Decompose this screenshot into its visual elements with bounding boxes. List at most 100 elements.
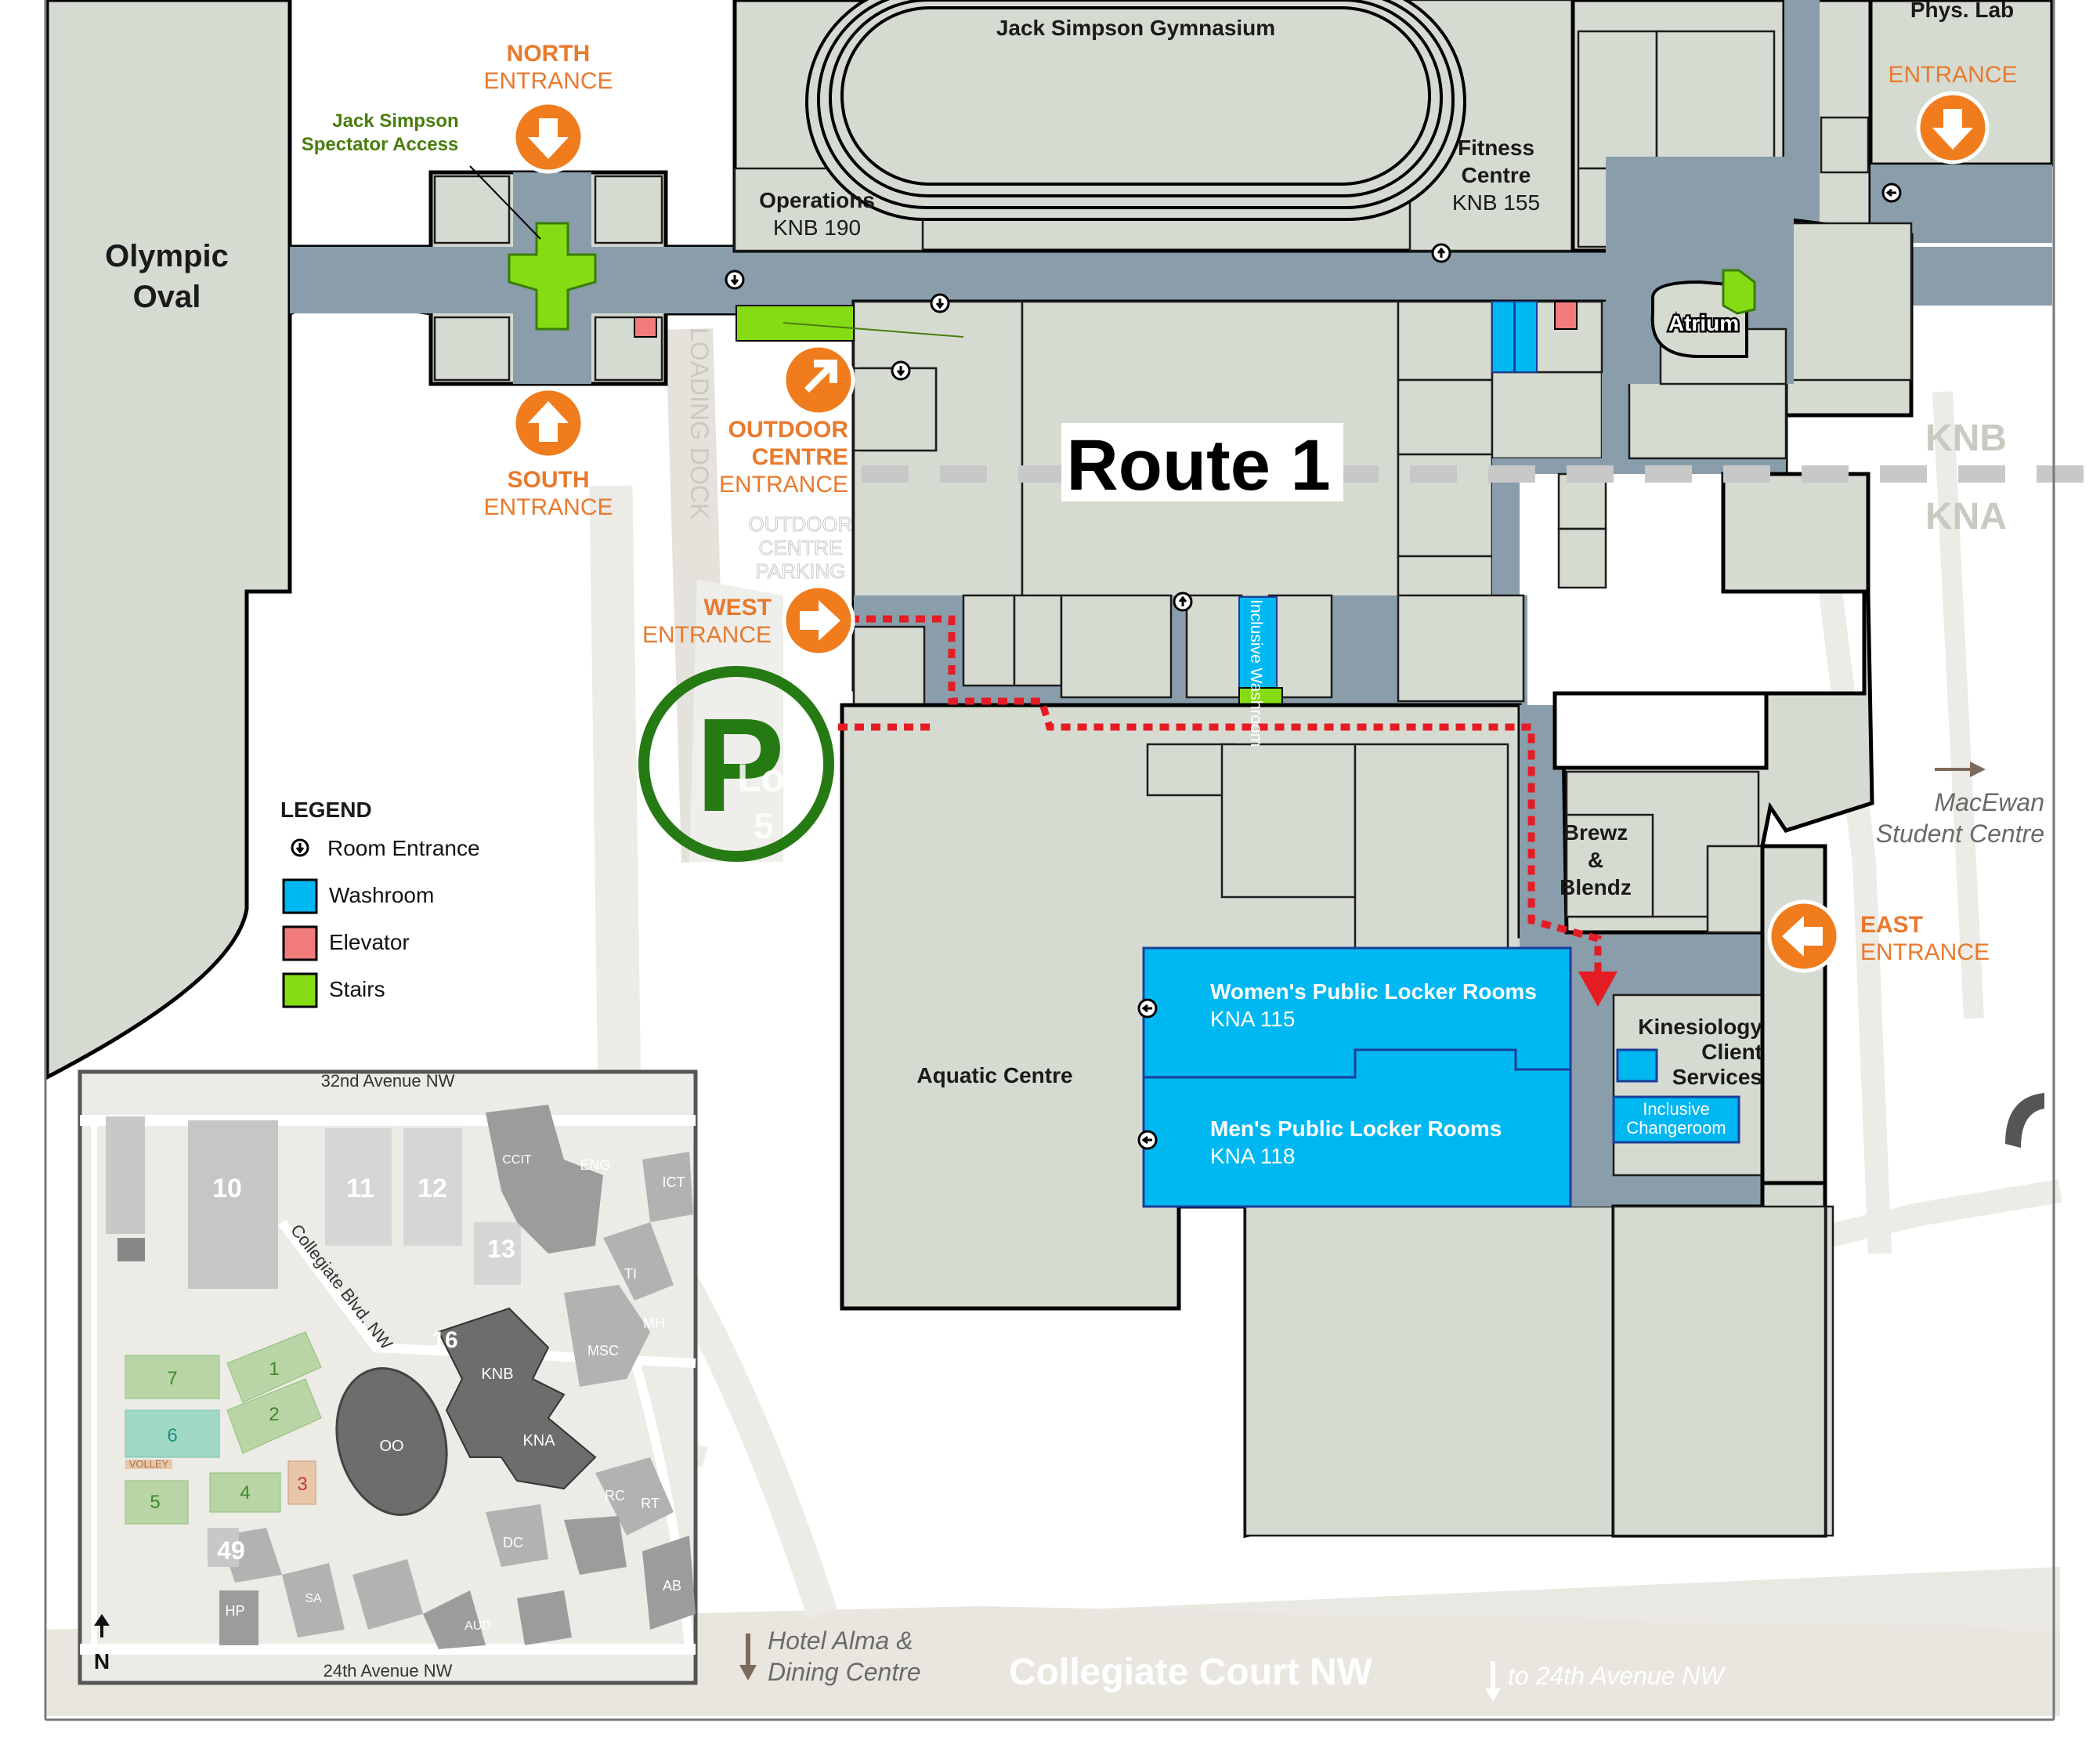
outdoor-centre-strip	[852, 367, 1527, 709]
inset-hp-label: HP	[225, 1603, 244, 1619]
inset-msc-label: MSC	[587, 1343, 619, 1359]
legend-stairs: Stairs	[329, 977, 385, 1001]
east-entrance-arrow-icon	[1767, 899, 1841, 973]
hotel-arrow-icon	[739, 1634, 757, 1681]
atrium-stairs	[1722, 269, 1756, 315]
east-label-1: EAST	[1860, 912, 1923, 938]
route-title-bg	[1061, 423, 1343, 501]
inset-field-3-label: 3	[297, 1474, 307, 1495]
inset-oval	[335, 1367, 448, 1516]
inset-lot-12-label: 12	[417, 1174, 447, 1203]
inset-rc-label: RC	[605, 1488, 625, 1503]
mens-locker-room	[1142, 1048, 1572, 1208]
legend-elevator: Elevator	[329, 930, 410, 954]
washroom-women-upper	[1491, 301, 1515, 373]
washroom-kinesiology	[1616, 1048, 1658, 1083]
inset-field-7	[125, 1355, 220, 1399]
inclusive-changeroom	[1612, 1095, 1740, 1144]
outdoor-parking-label-3: PARKING	[755, 559, 845, 583]
inset-sa-label: SA	[305, 1592, 322, 1605]
east-label-2: ENTRANCE	[1860, 939, 1990, 965]
legend-elevator-swatch	[282, 925, 318, 961]
inset-north-label: N	[94, 1649, 110, 1673]
inset-field-7-label: 7	[167, 1368, 177, 1389]
inset-field-1	[226, 1331, 322, 1403]
knb-label: KNB	[1925, 418, 2007, 459]
hotel-label-1: Hotel Alma &	[768, 1626, 913, 1655]
inset-lot-13	[474, 1222, 521, 1285]
olympic-oval-label-2: Oval	[133, 280, 201, 314]
inset-aud-label: AUD	[464, 1619, 491, 1633]
west-entrance-arrow-icon	[782, 584, 855, 657]
room-entrance-icon	[1137, 998, 1158, 1019]
inset-north-arrow-icon	[94, 1614, 110, 1637]
room-entrance-icon	[725, 270, 745, 290]
inset-field-1-label: 1	[269, 1359, 279, 1380]
inset-dc-label: DC	[503, 1535, 523, 1550]
room-entrance-icon	[930, 293, 950, 313]
kinesiology-label-1: Kinesiology	[1638, 1015, 1762, 1039]
inset-map: 32nd Avenue NW 24th Avenue NW Collegiate…	[78, 1069, 698, 1685]
misc-labels: LOADING DOCK OUTDOOR CENTRE PARKING MacE…	[685, 327, 2044, 1702]
inset-field-5	[125, 1480, 189, 1525]
macewan-label-2: Student Centre	[1876, 820, 2044, 848]
brewz-label-1: Brewz	[1563, 820, 1628, 845]
inset-field-6	[125, 1409, 220, 1458]
inset-lot-11-label: 11	[346, 1174, 374, 1203]
inset-field-4	[209, 1472, 281, 1513]
inset-lot-49-label: 49	[217, 1536, 245, 1565]
inset-lot-11	[325, 1128, 392, 1246]
inset-mh-label: MH	[643, 1315, 665, 1331]
inset-ti-label: TI	[624, 1266, 637, 1282]
south-label-1: SOUTH	[508, 467, 590, 493]
olympic-oval-building	[45, 0, 292, 1081]
inset-kna-label: KNA	[522, 1432, 555, 1449]
womens-locker-room: KNA 115	[1210, 1007, 1295, 1031]
inset-rt-label: RT	[641, 1496, 660, 1511]
legend-stairs-swatch	[282, 972, 318, 1008]
entrance-markers	[511, 91, 1990, 973]
inset-ab-label: AB	[663, 1578, 681, 1594]
parking-symbol: P	[696, 691, 784, 840]
inset-field-2-label: 2	[269, 1404, 279, 1425]
inset-field-3	[287, 1460, 316, 1505]
entrance-labels: NORTH ENTRANCE SOUTH ENTRANCE OUTDOOR CE…	[483, 41, 2017, 965]
inset-knb-label: KNB	[481, 1366, 513, 1383]
inset-oo-label: OO	[379, 1438, 403, 1455]
building-labels: Jack Simpson Gymnasium Phys. Lab Fitness…	[105, 0, 2014, 1168]
room-entrance-icon	[1173, 592, 1193, 612]
outdoor-label-3: ENTRANCE	[719, 472, 848, 498]
west-label-1: WEST	[703, 595, 772, 621]
legend-room-entrance: Room Entrance	[327, 836, 480, 860]
spectator-access-label-1: Jack Simpson	[332, 110, 458, 132]
running-track	[805, 0, 1466, 221]
hotel-label-2: Dining Centre	[768, 1658, 921, 1686]
inset-field-5-label: 5	[150, 1492, 160, 1513]
spectator-stairs	[508, 222, 597, 331]
west-label-2: ENTRANCE	[642, 622, 772, 648]
inset-field-2	[226, 1378, 322, 1454]
inclusive-changeroom-label-2: Changeroom	[1626, 1118, 1726, 1138]
route-1-path	[850, 615, 1602, 972]
inclusive-washroom-label: Inclusive Washroom	[1247, 599, 1265, 747]
operations-label: Operations	[759, 188, 875, 212]
inset-field-6-label: 6	[167, 1425, 177, 1446]
mens-locker-room: KNA 118	[1210, 1144, 1295, 1168]
phys-lab-label: Phys. Lab	[1910, 0, 2014, 22]
olympic-oval-label-1: Olympic	[105, 239, 229, 273]
south-entrance-arrow-icon	[511, 386, 585, 460]
inset-top-road: 32nd Avenue NW	[321, 1071, 455, 1091]
macewan-arrow-icon	[1935, 762, 1986, 777]
legend-washroom-swatch	[282, 878, 318, 914]
fitness-label-2: Centre	[1462, 163, 1531, 187]
inset-lot-10-label: 10	[212, 1174, 242, 1203]
inset-eng-label: ENG	[580, 1157, 610, 1173]
gymnasium-block	[732, 0, 1576, 253]
to-24th-arrow-icon	[1485, 1661, 1501, 1702]
mens-locker-label: Men's Public Locker Rooms	[1210, 1116, 1502, 1141]
inclusive-washroom	[1238, 596, 1278, 692]
northeast-entrance-arrow-icon	[1916, 91, 1990, 165]
parking-lot-5: P Lot 5	[638, 666, 834, 862]
room-entrance-icon	[1137, 1130, 1158, 1150]
outdoor-parking-label-2: CENTRE	[759, 536, 843, 559]
